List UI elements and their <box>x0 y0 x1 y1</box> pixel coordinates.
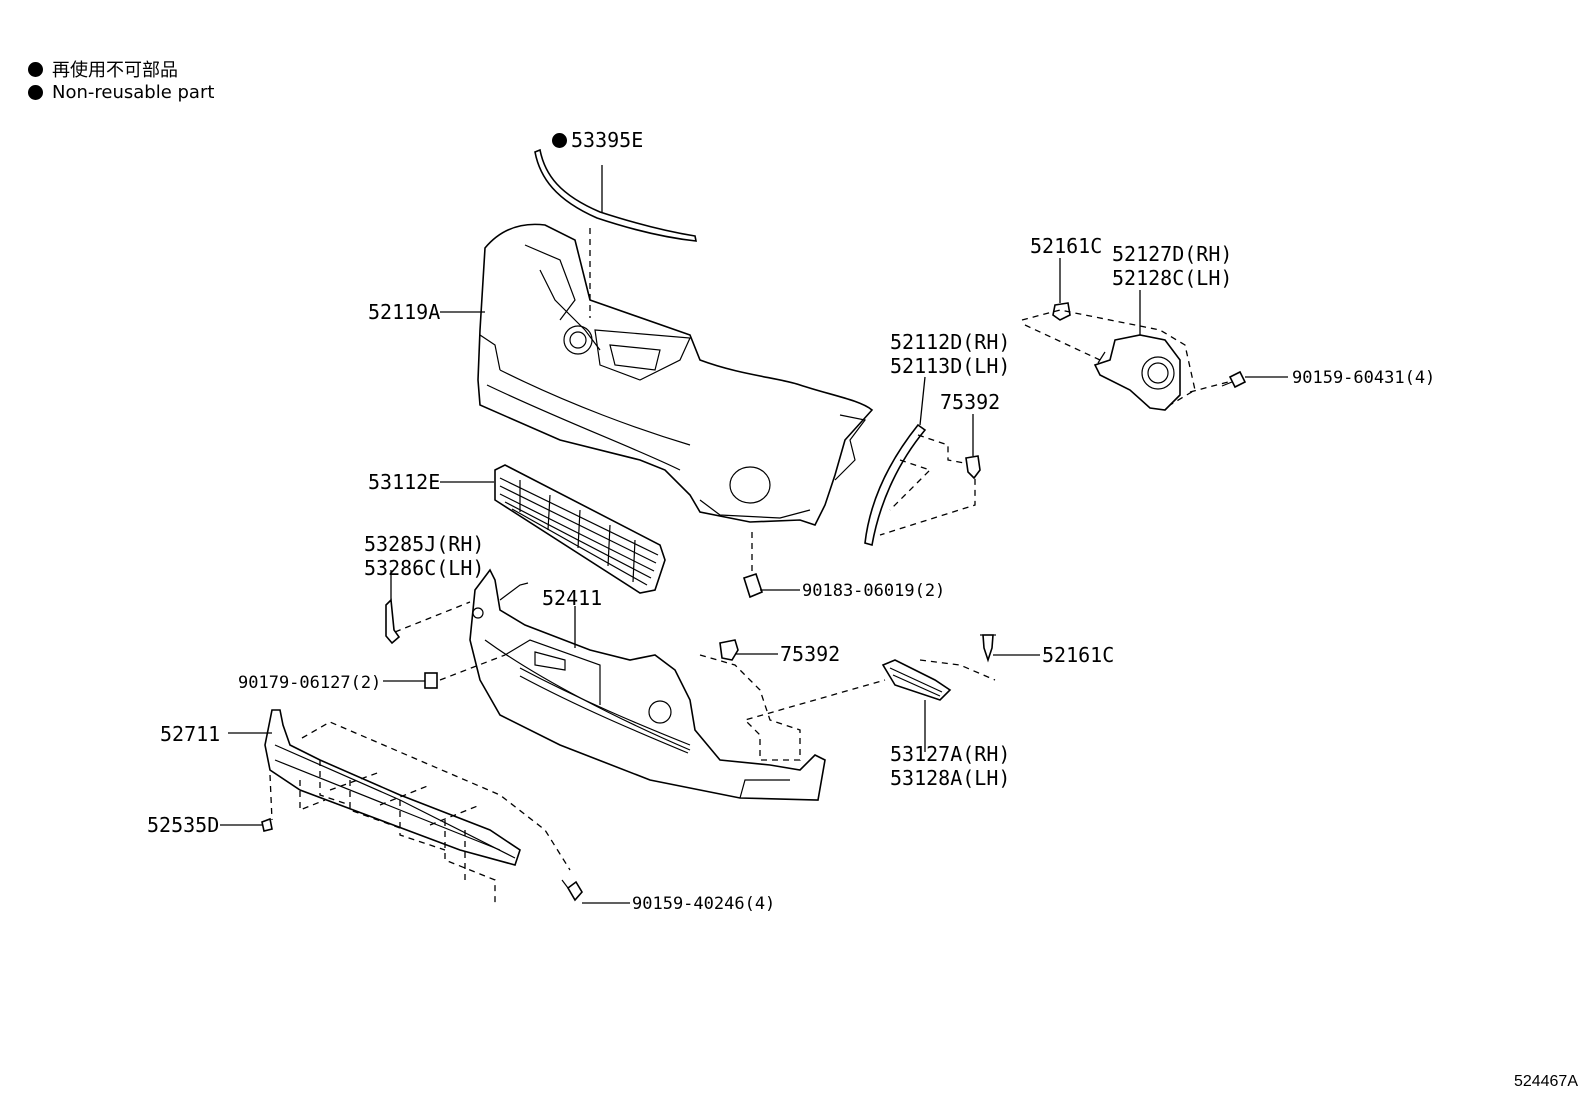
figure-id: 524467A <box>1513 1073 1578 1090</box>
legend-jp-text: 再使用不可部品 <box>52 60 178 81</box>
non-reusable-bullet-icon <box>28 85 43 100</box>
clip-52535d <box>261 817 273 832</box>
legend-en-text: Non-reusable part <box>52 82 215 103</box>
molding-52112d <box>864 423 927 547</box>
screw-90159-60431 <box>1221 370 1247 389</box>
bracket-53285j <box>385 598 401 645</box>
label-90179-06127: 90179-06127(2) <box>238 673 382 693</box>
label-52411: 52411 <box>542 586 603 610</box>
non-reusable-bullet-icon <box>28 61 43 77</box>
screw-52161c-lower <box>980 634 996 663</box>
label-52112d: 52112D(RH) <box>890 330 1011 354</box>
legend-row-en: Non-reusable part <box>28 82 214 103</box>
label-53127a: 53127A(RH) <box>890 742 1011 766</box>
bracket-52127d <box>1093 334 1181 411</box>
legend-row-jp: 再使用不可部品 <box>28 56 178 82</box>
label-75392-lower: 75392 <box>780 642 841 666</box>
label-75392-upper: 75392 <box>940 390 1001 414</box>
label-90159-40246: 90159-40246(4) <box>632 894 776 914</box>
fog-cover-53127a <box>881 659 952 701</box>
label-52113d: 52113D(LH) <box>890 354 1011 378</box>
seal-strip-53395e <box>534 148 697 242</box>
label-52119a: 52119A <box>368 300 441 324</box>
clip-90183-06019 <box>743 572 763 599</box>
label-53128a: 53128A(LH) <box>890 766 1011 790</box>
screw-90159-40246 <box>561 879 583 902</box>
label-52535d: 52535D <box>147 813 220 837</box>
label-53395e: 53395E <box>552 128 643 152</box>
non-reusable-bullet-icon <box>552 133 567 148</box>
front-bumper-cover-52119a <box>477 223 874 526</box>
label-53112e: 53112E <box>368 470 441 494</box>
label-52711: 52711 <box>160 722 221 746</box>
label-90183-06019: 90183-06019(2) <box>802 581 946 601</box>
label-90159-60431: 90159-60431(4) <box>1292 368 1436 388</box>
lower-spoiler-52711 <box>264 709 521 866</box>
lower-bumper-52411 <box>469 568 826 801</box>
label-52128c: 52128C(LH) <box>1112 266 1233 290</box>
nut-90179-06127 <box>424 672 438 689</box>
label-53286c: 53286C(LH) <box>364 556 485 580</box>
clip-75392-upper <box>965 455 981 480</box>
label-53285j: 53285J(RH) <box>364 532 485 556</box>
label-52161c-lower: 52161C <box>1042 643 1115 667</box>
label-52161c-upper: 52161C <box>1030 234 1103 258</box>
radiator-grille-53112e <box>494 464 666 594</box>
label-52127d: 52127D(RH) <box>1112 242 1233 266</box>
screw-52161c-upper <box>1052 302 1071 321</box>
part-number: 53395E <box>571 128 644 152</box>
clip-75392-lower <box>719 639 739 661</box>
